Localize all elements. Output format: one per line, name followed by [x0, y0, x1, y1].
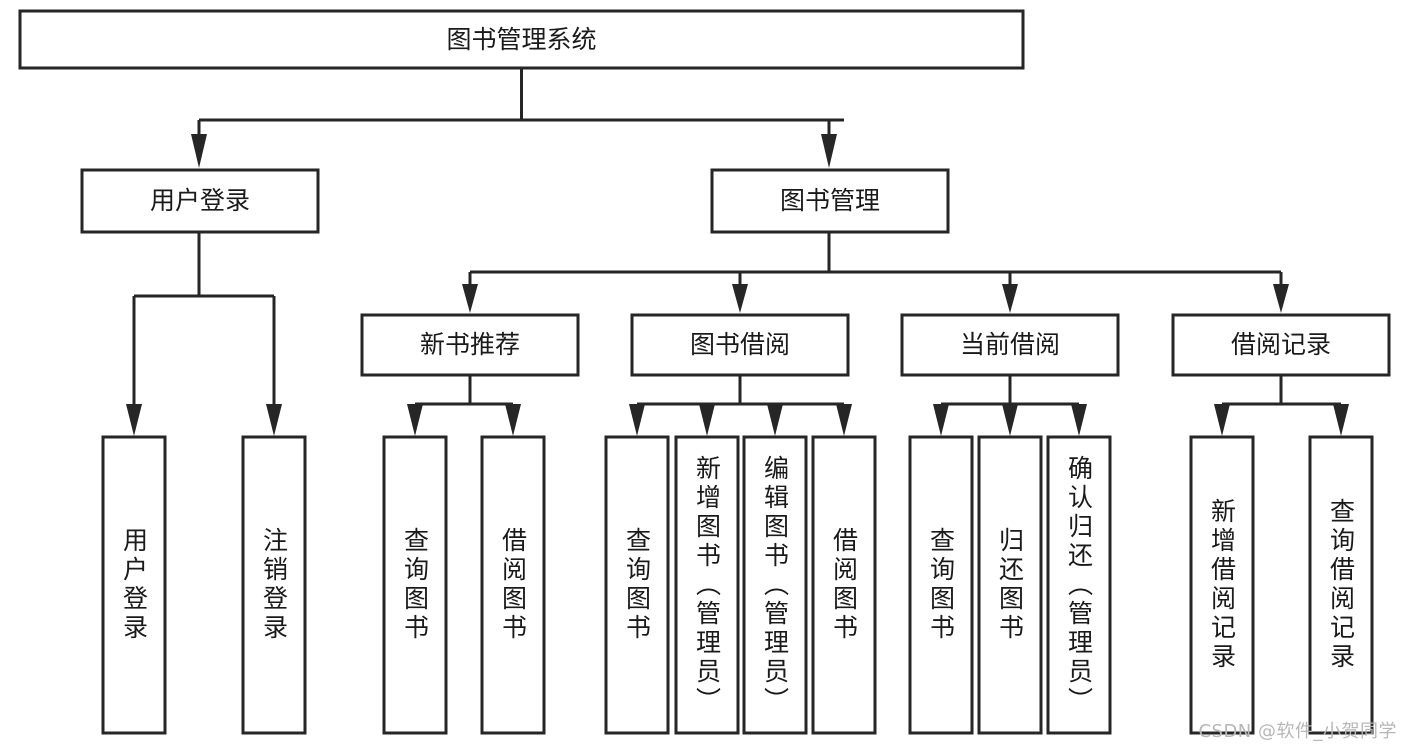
leaf-edit-book-box[interactable] [742, 435, 808, 735]
leaf-query-book-2-box[interactable] [604, 435, 670, 735]
arrow-head-icon [821, 134, 837, 168]
arrow-head-icon [462, 284, 478, 313]
leaf-add-record-box[interactable] [1189, 435, 1255, 735]
csdn-watermark: CSDN @软件_小贺同学 [1198, 721, 1397, 742]
arrow-head-icon [732, 284, 748, 313]
arrow-head-icon [767, 404, 783, 436]
connector-group-bookmgmt [462, 232, 1289, 313]
leaf-borrow-book-2-box[interactable] [811, 435, 877, 735]
arrow-head-icon [126, 404, 142, 436]
node-bookmgmt-label: 图书管理 [780, 186, 880, 215]
node-current[interactable]: 当前借阅 [900, 313, 1120, 377]
arrow-head-icon [933, 404, 949, 436]
arrow-head-icon [699, 404, 715, 436]
node-newbook-label: 新书推荐 [420, 330, 520, 359]
arrow-head-icon [1071, 404, 1087, 436]
connector-group-root [191, 68, 844, 168]
node-borrow-box[interactable] [630, 313, 850, 377]
arrow-head-icon [1214, 404, 1230, 436]
leaf-query-record-box[interactable] [1308, 435, 1374, 735]
connector-group-current [933, 375, 1087, 436]
node-root[interactable]: 图书管理系统 [18, 9, 1025, 70]
arrow-head-icon [191, 134, 207, 168]
arrow-head-icon [1002, 284, 1018, 313]
arrow-head-icon [836, 404, 852, 436]
leaf-user-login-box[interactable] [101, 435, 167, 735]
arrow-head-icon [407, 404, 423, 436]
leaf-boxes-group [101, 435, 1374, 735]
leaf-return-book-box[interactable] [977, 435, 1043, 735]
arrow-head-icon [266, 404, 282, 436]
leaf-confirm-return-box[interactable] [1046, 435, 1112, 735]
leaf-query-book-3-box[interactable] [908, 435, 974, 735]
node-root-box[interactable] [18, 9, 1025, 70]
node-records-label: 借阅记录 [1231, 330, 1331, 359]
node-records[interactable]: 借阅记录 [1171, 313, 1391, 377]
node-current-box[interactable] [900, 313, 1120, 377]
node-login[interactable]: 用户登录 [80, 168, 320, 234]
node-bookmgmt[interactable]: 图书管理 [710, 168, 950, 234]
leaf-add-book-box[interactable] [674, 435, 740, 735]
node-login-label: 用户登录 [150, 186, 250, 215]
node-borrow-label: 图书借阅 [690, 330, 790, 359]
arrow-head-icon [1273, 284, 1289, 313]
leaf-user-logout-box[interactable] [241, 435, 307, 735]
arrow-head-icon [629, 404, 645, 436]
node-login-box[interactable] [80, 168, 320, 234]
connector-group-borrow [629, 375, 852, 436]
node-newbook[interactable]: 新书推荐 [360, 313, 580, 377]
connector-group-login [126, 232, 282, 436]
arrow-head-icon [1333, 404, 1349, 436]
node-newbook-box[interactable] [360, 313, 580, 377]
node-bookmgmt-box[interactable] [710, 168, 950, 234]
node-borrow[interactable]: 图书借阅 [630, 313, 850, 377]
node-root-label: 图书管理系统 [446, 25, 596, 54]
arrow-head-icon [505, 404, 521, 436]
connector-group-newbook [407, 375, 521, 436]
leaf-query-book-1-box[interactable] [382, 435, 448, 735]
connector-group-records [1214, 375, 1349, 436]
arrow-head-icon [1002, 404, 1018, 436]
leaf-borrow-book-1-box[interactable] [480, 435, 546, 735]
node-records-box[interactable] [1171, 313, 1391, 377]
node-current-label: 当前借阅 [960, 330, 1060, 359]
